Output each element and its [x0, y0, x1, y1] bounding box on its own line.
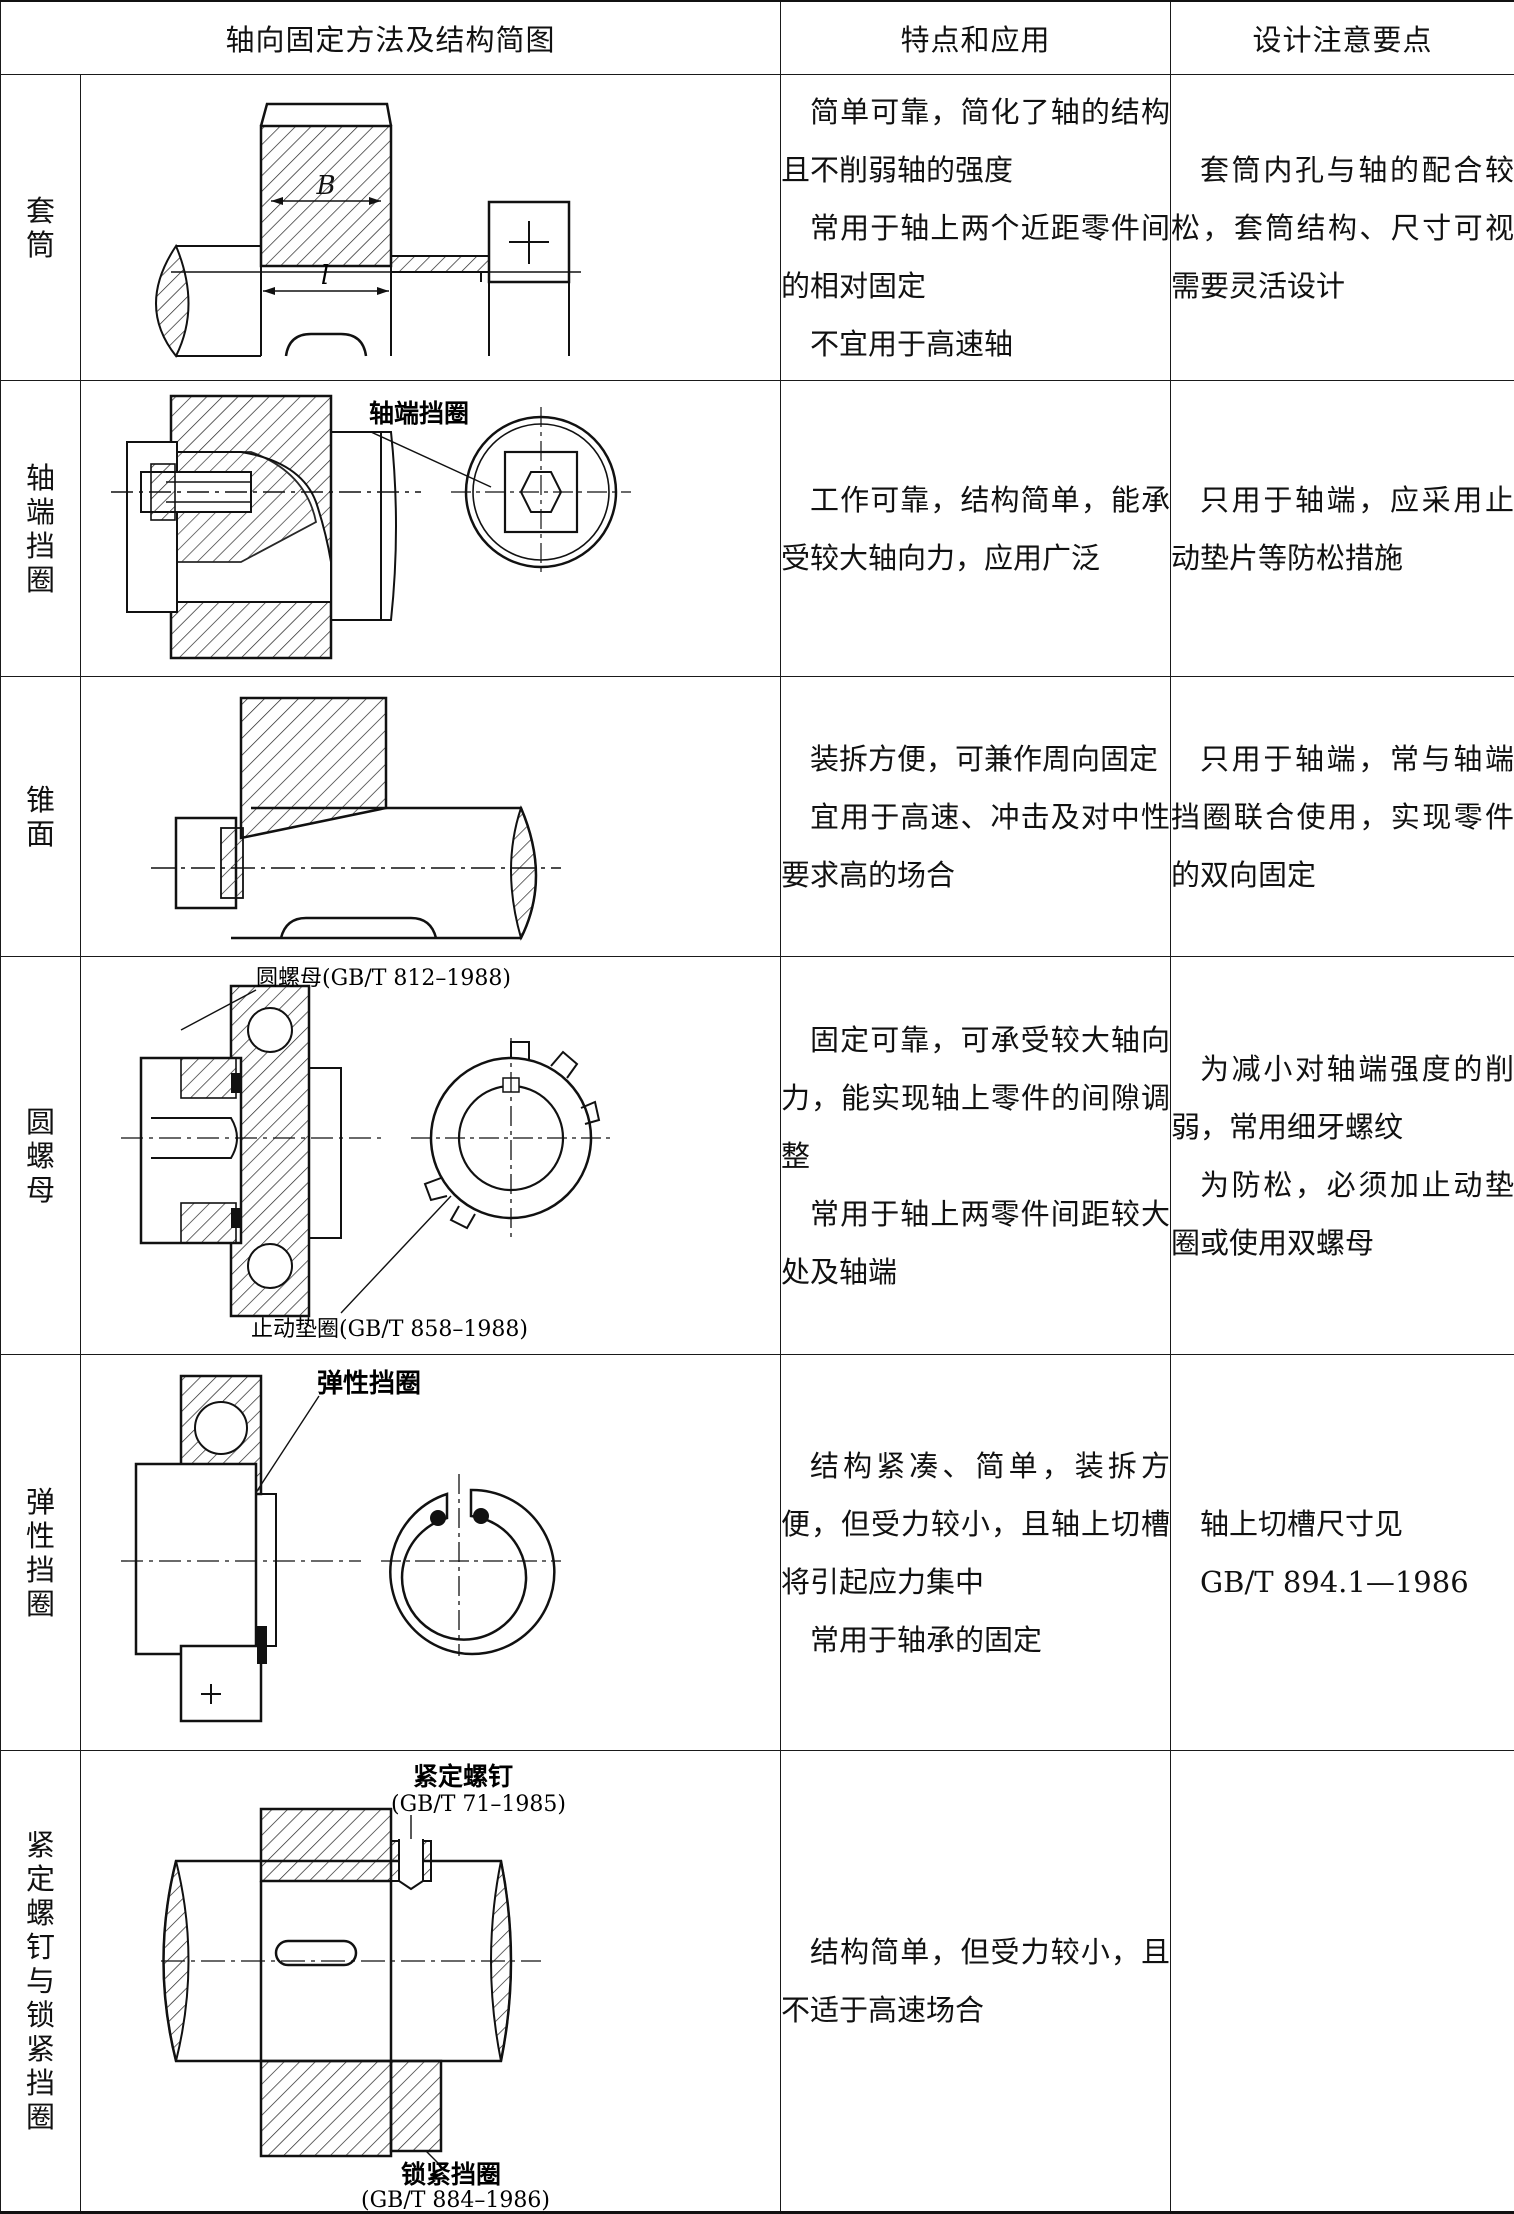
row-name: 轴端挡圈	[1, 381, 81, 677]
header-features: 特点和应用	[781, 1, 1171, 75]
row-name: 圆螺母	[1, 957, 81, 1355]
label-lock-ring: 锁紧挡圈	[401, 2160, 501, 2189]
features-round-nut: 固定可靠，可承受较大轴向力，能实现轴上零件的间隙调整常用于轴上两零件间距较大处及…	[781, 957, 1171, 1355]
design-round-nut: 为减小对轴端强度的削弱，常用细牙螺纹为防松，必须加止动垫圈或使用双螺母	[1171, 957, 1514, 1355]
figure-circlip: 弹性挡圈	[81, 1355, 781, 1751]
label-round-nut: 圆螺母(GB/T 812–1988)	[256, 966, 511, 991]
label-circlip: 弹性挡圈	[317, 1369, 421, 1399]
features-sleeve: 简单可靠，简化了轴的结构且不削弱轴的强度常用于轴上两个近距零件间的相对固定不宜用…	[781, 75, 1171, 381]
figure-set-screw: 紧定螺钉 (GB/T 71–1985) 锁紧挡圈 (GB/T 884–1986)	[81, 1751, 781, 2213]
header-design: 设计注意要点	[1171, 1, 1514, 75]
row-name: 紧定螺钉与锁紧挡圈	[1, 1751, 81, 2213]
row-set-screw: 紧定螺钉与锁紧挡圈 紧定螺钉 (GB/T 71–1985) 锁紧挡圈	[1, 1751, 1514, 2213]
label-lock-ring-std: (GB/T 884–1986)	[361, 2188, 550, 2211]
figure-sleeve: B l	[81, 75, 781, 381]
header-row: 轴向固定方法及结构简图 特点和应用 设计注意要点	[1, 1, 1514, 75]
features-circlip: 结构紧凑、简单，装拆方便，但受力较小，且轴上切槽将引起应力集中常用于轴承的固定	[781, 1355, 1171, 1751]
design-cone: 只用于轴端，常与轴端挡圈联合使用，实现零件的双向固定	[1171, 677, 1514, 957]
row-circlip: 弹性挡圈 弹性挡圈 结构紧凑、简单，装拆方便，但受力较小，且轴上切槽将引起应	[1, 1355, 1514, 1751]
design-shaft-end-ring: 只用于轴端，应采用止动垫片等防松措施	[1171, 381, 1514, 677]
header-method: 轴向固定方法及结构简图	[1, 1, 781, 75]
label-set-screw-std: (GB/T 71–1985)	[391, 1792, 566, 1817]
design-set-screw	[1171, 1751, 1514, 2213]
row-sleeve: 套筒 B	[1, 75, 1514, 381]
row-name: 锥面	[1, 677, 81, 957]
figure-round-nut: 圆螺母(GB/T 812–1988) 止动垫圈(GB/T 858–1988)	[81, 957, 781, 1355]
label-set-screw: 紧定螺钉	[413, 1762, 513, 1791]
figure-shaft-end-ring: 轴端挡圈	[81, 381, 781, 677]
label-l: l	[321, 261, 329, 291]
design-sleeve: 套筒内孔与轴的配合较松，套筒结构、尺寸可视需要灵活设计	[1171, 75, 1514, 381]
row-shaft-end-ring: 轴端挡圈 轴端挡圈	[1, 381, 1514, 677]
row-cone: 锥面 装拆方便，可兼作周向固定宜用于高速、冲击及对中性要求高的场合 只用于轴端，…	[1, 677, 1514, 957]
features-set-screw: 结构简单，但受力较小，且不适于高速场合	[781, 1751, 1171, 2213]
label-lock-washer: 止动垫圈(GB/T 858–1988)	[251, 1317, 528, 1342]
label-shaft-end-ring: 轴端挡圈	[369, 399, 469, 428]
figure-cone	[81, 677, 781, 957]
row-round-nut: 圆螺母	[1, 957, 1514, 1355]
row-name: 弹性挡圈	[1, 1355, 81, 1751]
label-B: B	[315, 171, 335, 201]
features-cone: 装拆方便，可兼作周向固定宜用于高速、冲击及对中性要求高的场合	[781, 677, 1171, 957]
features-shaft-end-ring: 工作可靠，结构简单，能承受较大轴向力，应用广泛	[781, 381, 1171, 677]
row-name: 套筒	[1, 75, 81, 381]
